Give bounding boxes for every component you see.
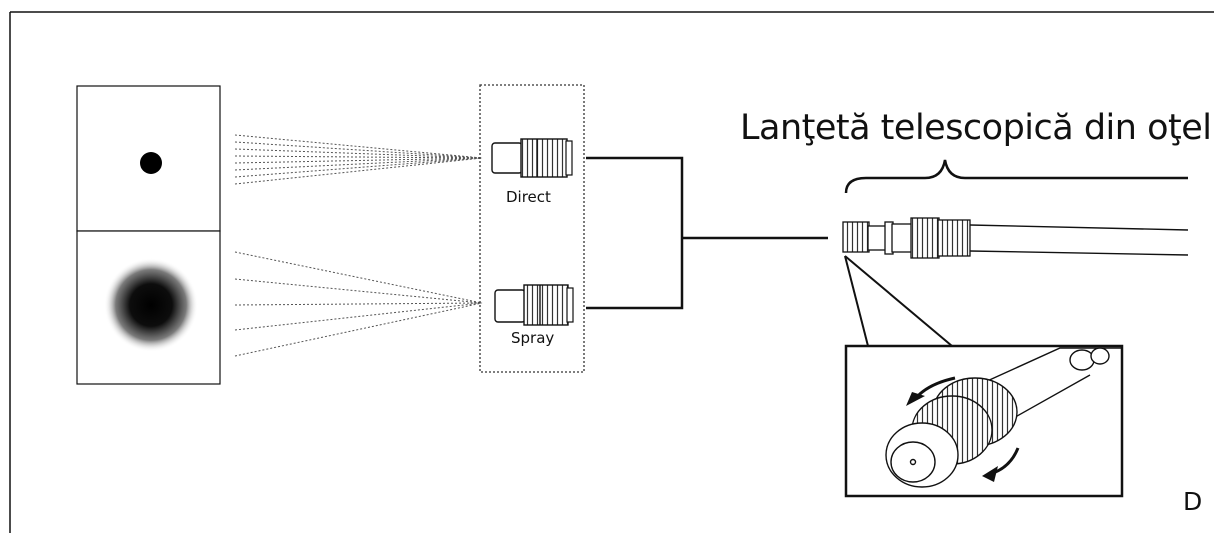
direct-jet-lines <box>234 134 483 185</box>
spray-pattern-panels <box>76 85 221 385</box>
nozzle-direct-icon <box>491 138 573 178</box>
callout-pointer <box>844 255 953 347</box>
nozzle-mode-box <box>479 84 585 373</box>
mode-connector <box>586 156 828 310</box>
spray-blur-dot <box>104 258 198 352</box>
telescopic-lance-icon <box>842 217 1189 259</box>
direct-mode-label: Direct <box>506 188 551 206</box>
panel-letter: D <box>1183 487 1203 516</box>
lance-brace <box>844 159 1188 194</box>
nozzle-spray-icon <box>494 284 574 326</box>
rotate-arrowhead-top <box>906 392 925 406</box>
direct-jet-dot <box>140 152 162 174</box>
spray-lines <box>234 251 483 357</box>
lance-title: Lanţetă telescopică din oţel <box>740 108 1212 148</box>
rotate-arrowhead-bottom <box>982 466 998 482</box>
spray-mode-label: Spray <box>511 329 555 347</box>
zoom-nozzle-detail <box>885 347 1122 488</box>
